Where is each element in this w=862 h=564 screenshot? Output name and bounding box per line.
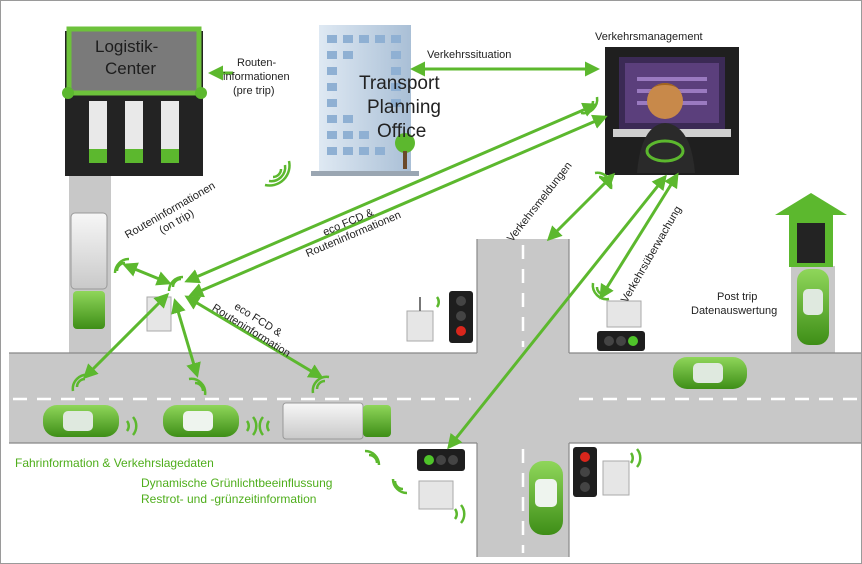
car-garage [797,269,829,345]
dynamische-line2: Restrot- und -grünzeitinformation [141,492,317,506]
arrow-eco-fcd-lower [188,114,608,298]
office-title-line2: Planning [367,97,441,118]
traffic-light-lower-right [573,447,597,497]
routen-info-line1: Routen- [237,57,277,69]
car-2 [163,405,239,437]
truck-driveway [70,212,108,329]
car-4 [529,461,563,535]
verkehrssituation-label: Verkehrssituation [427,49,512,61]
traffic-light-upper [449,291,473,343]
traffic-management-title: Verkehrsmanagement [595,31,703,43]
arrow-to-intersection [447,174,667,450]
fahrinformation-label: Fahrinformation & Verkehrslagedaten [15,456,214,470]
routen-info-line3: (pre trip) [233,85,275,97]
arrow-to-truck [184,295,324,379]
traffic-light-right [597,331,645,351]
arrow-to-car1 [82,292,170,380]
car-1 [43,405,119,437]
arrow-routeninfo-on-trip [122,262,172,286]
truck-main-road [282,402,391,440]
post-trip-line1: Post trip [717,291,758,303]
communication-arrows [82,61,679,450]
car-3 [673,357,747,389]
traffic-management-workstation [605,47,739,175]
logistics-center-building [62,26,207,176]
operator-head-icon [647,83,683,119]
office-title-line3: Office [377,121,427,142]
roadside-unit-lower-right [602,460,630,496]
logistics-center-title-line2: Center [105,59,157,78]
logistics-center-title-line1: Logistik- [95,37,159,56]
garage-building [775,193,847,267]
office-title-line1: Transport [359,73,440,94]
dynamische-line1: Dynamische Grünlichtbeeinflussung [141,476,333,490]
traffic-light-lower-left [417,449,465,471]
roadside-unit-upper [406,297,434,342]
post-trip-line2: Datenauswertung [691,305,778,317]
routen-info-line2: informationen [223,71,290,83]
roadside-unit-lower-left [418,480,454,510]
roadside-unit-right [606,300,642,328]
